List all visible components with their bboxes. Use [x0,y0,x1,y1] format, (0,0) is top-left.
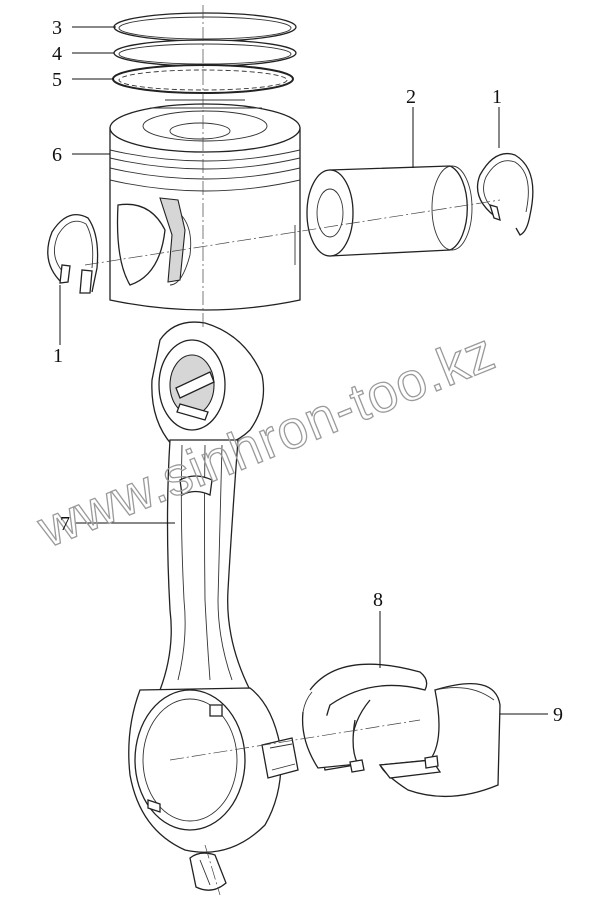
piston-pin-2 [306,165,473,257]
callout-9: 9 [553,704,563,726]
piston-ring-3 [113,12,297,42]
callout-5: 5 [52,69,62,91]
callout-2: 2 [406,86,416,108]
callout-8: 8 [373,589,383,611]
bearing-shell-upper-8 [301,663,428,773]
callout-7: 7 [60,513,70,535]
circlip-left-1 [47,214,99,294]
callout-4: 4 [52,43,62,65]
watermark-text: www.sinhron-too.kz [29,321,503,559]
circlip-right-1 [476,152,534,236]
callout-3: 3 [52,17,62,39]
centerlines [84,5,501,896]
callout-1-left: 1 [53,345,63,367]
callout-1-right: 1 [492,86,502,108]
callout-6: 6 [52,144,62,166]
leader-lines [59,26,548,715]
callout-labels: 3 4 5 6 2 1 1 7 8 9 [52,17,563,726]
piston-6 [109,99,301,311]
bearing-shell-lower-9 [378,683,501,798]
connecting-rod-7 [128,321,299,891]
piston-ring-4 [113,39,297,67]
